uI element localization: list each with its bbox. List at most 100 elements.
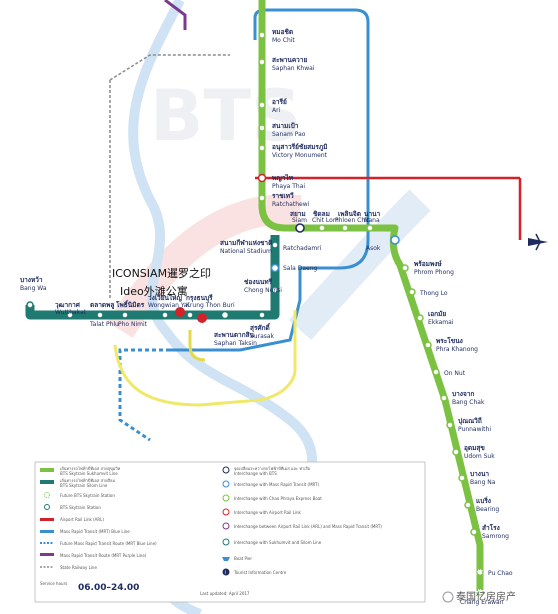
legend-panel bbox=[34, 461, 426, 603]
service-hours: 06.00–24.00 bbox=[78, 583, 139, 593]
station-marker-sala-daeng[interactable] bbox=[270, 263, 280, 273]
station-marker-phrom-phong[interactable] bbox=[401, 264, 409, 272]
label-ekkamai-th: เอกมัย bbox=[428, 310, 446, 318]
station-marker-samrong[interactable] bbox=[470, 528, 478, 536]
station-marker-thong-lo[interactable] bbox=[408, 288, 416, 296]
station-marker-ratchathewi[interactable] bbox=[258, 194, 266, 202]
station-marker-phra-khanong[interactable] bbox=[424, 341, 432, 349]
label-national-stadium-th: สนามกีฬาแห่งชาติ bbox=[220, 239, 272, 247]
label-phaya-thai-th: พญาไท bbox=[272, 173, 293, 182]
label-bang-wa-en: Bang Wa bbox=[20, 285, 47, 292]
station-marker-national-stadium[interactable] bbox=[271, 241, 279, 249]
label-bang-chak-th: บางจาก bbox=[452, 390, 474, 398]
legend-swatch-station bbox=[44, 504, 50, 510]
label-chong-nonsi-en: Chong Nonsi bbox=[244, 287, 282, 294]
info-icon bbox=[222, 568, 230, 576]
legend-icon-interchange-bts bbox=[222, 466, 230, 474]
label-siam-th: สยาม bbox=[290, 210, 306, 218]
legend-swatch-silom bbox=[40, 480, 54, 484]
legend-right-7-en: Tourist Information Centre bbox=[233, 570, 287, 575]
legend-left-5-en: Mass Rapid Transit (MRT) Blue Line bbox=[60, 529, 130, 534]
label-phra-khanong-en: Phra Khanong bbox=[436, 346, 478, 353]
station-marker-sanam-pao[interactable] bbox=[258, 124, 266, 132]
label-wongwian-yai-th: วงเวียนใหญ่ bbox=[148, 293, 182, 302]
iconsiam-annotation: ICONSIAM暹罗之印 bbox=[112, 266, 211, 280]
station-marker-wongwian-yai[interactable] bbox=[161, 311, 169, 319]
label-sanam-pao-th: สนามเป้า bbox=[272, 121, 299, 130]
label-victory-en: Victory Monument bbox=[272, 152, 328, 159]
legend-left-4-en: Airport Rail Link (ARL) bbox=[60, 517, 104, 522]
legend-right-2-en: Interchange with Chao Phraya Express Boa… bbox=[234, 496, 322, 501]
bts-background-logo: BTS bbox=[150, 75, 302, 157]
label-chit-lom-en: Chit Lom bbox=[312, 217, 339, 224]
iconsiam-location-marker[interactable] bbox=[197, 313, 207, 323]
station-marker-chong-nonsi[interactable] bbox=[271, 286, 279, 294]
station-marker-saphan-khwai[interactable] bbox=[258, 58, 266, 66]
station-marker-bang-na[interactable] bbox=[458, 474, 466, 482]
label-saphan-taksin-en: Saphan Taksin bbox=[214, 340, 257, 347]
legend-left-2-en: Future BTS Skytrain Station bbox=[60, 493, 115, 498]
station-marker-ekkamai[interactable] bbox=[416, 314, 424, 322]
station-marker-siam[interactable] bbox=[295, 223, 305, 233]
label-national-stadium-en: National Stadium bbox=[220, 248, 272, 255]
station-marker-bang-chak[interactable] bbox=[440, 394, 448, 402]
airport-icon bbox=[528, 233, 548, 251]
station-marker-wutthakat[interactable] bbox=[66, 311, 74, 319]
station-marker-pu-chao[interactable] bbox=[476, 568, 484, 576]
station-marker-pho-nimit[interactable] bbox=[121, 311, 129, 319]
sukhumvit-station-markers bbox=[257, 31, 484, 596]
label-chang-erawan-en: Chang Erawan bbox=[460, 599, 504, 606]
last-updated: Last updated: April 2017 bbox=[200, 591, 250, 596]
station-marker-udom-suk[interactable] bbox=[452, 448, 460, 456]
label-pho-nimit-en: Pho Nimit bbox=[118, 321, 148, 328]
station-marker-surasak[interactable] bbox=[258, 311, 266, 319]
ideo-location-marker[interactable] bbox=[175, 307, 185, 317]
label-ekkamai-en: Ekkamai bbox=[428, 319, 454, 326]
station-marker-nana[interactable] bbox=[366, 224, 374, 232]
label-sanam-pao-en: Sanam Pao bbox=[272, 131, 306, 138]
label-punnawithi-en: Punnawithi bbox=[458, 426, 491, 433]
legend-right-column: จุดเปลี่ยนระหว่างรถไฟฟ้าบีทีเอส และ ท่าเ… bbox=[200, 466, 382, 596]
label-saphan-taksin-th: สะพานตากสิน bbox=[214, 331, 255, 339]
station-marker-chang-erawan[interactable] bbox=[476, 588, 484, 596]
legend-icon-interchange-arl bbox=[222, 508, 230, 516]
label-udom-suk-en: Udom Suk bbox=[464, 453, 495, 460]
label-sala-daeng-en: Sala Daeng bbox=[283, 265, 318, 272]
label-bearing-th: แบริ่ง bbox=[476, 495, 491, 505]
label-udom-suk-th: อุดมสุข bbox=[464, 444, 485, 452]
watermark: 泰国亿房房产 bbox=[442, 590, 516, 603]
station-marker-chit-lom[interactable] bbox=[318, 224, 326, 232]
legend-left-1-en: BTS Skytrain Silom Line bbox=[60, 483, 108, 488]
station-marker-talat-phlu[interactable] bbox=[96, 311, 104, 319]
legend-icon-interchange-silom bbox=[222, 538, 230, 546]
label-samrong-en: Samrong bbox=[482, 533, 509, 540]
legend-icon-interchange-boat bbox=[222, 494, 230, 502]
legend-left-7-en: Mass Rapid Transit Route (MRT Purple Lin… bbox=[60, 553, 147, 558]
background-swoosh-blue bbox=[288, 189, 431, 340]
label-nana-th: นานา bbox=[364, 210, 381, 218]
station-marker-mo-chit[interactable] bbox=[258, 31, 266, 39]
label-victory-th: อนุสาวรีย์ชัยสมรภูมิ bbox=[272, 143, 327, 152]
label-bang-chak-en: Bang Chak bbox=[452, 399, 485, 406]
legend-swatch-mrt-purple bbox=[40, 553, 54, 556]
gold-line bbox=[188, 330, 206, 362]
station-marker-bang-wa[interactable] bbox=[26, 301, 34, 309]
label-wutthakat-th: วุฒากาศ bbox=[55, 301, 81, 309]
station-marker-on-nut[interactable] bbox=[432, 368, 440, 376]
station-marker-phaya-thai[interactable] bbox=[257, 173, 267, 183]
station-marker-ari[interactable] bbox=[258, 101, 266, 109]
legend-left-8-en: State Railway Line bbox=[60, 565, 97, 570]
label-phrom-phong-en: Phrom Phong bbox=[414, 269, 454, 276]
station-marker-phloen-chit[interactable] bbox=[341, 224, 349, 232]
station-marker-asok[interactable] bbox=[390, 235, 400, 245]
label-talat-phlu-en: Talat Phlu bbox=[89, 321, 119, 328]
station-marker-victory[interactable] bbox=[258, 144, 266, 152]
station-marker-saphan-taksin[interactable] bbox=[220, 310, 230, 320]
station-marker-bearing[interactable] bbox=[464, 501, 472, 509]
station-marker-krung-thon-buri[interactable] bbox=[186, 311, 194, 319]
station-marker-punnawithi[interactable] bbox=[446, 421, 454, 429]
mrt-purple-line bbox=[164, 0, 187, 30]
label-krung-thon-buri-en: Krung Thon Buri bbox=[186, 302, 235, 309]
watermark-text: 泰国亿房房产 bbox=[456, 590, 516, 603]
